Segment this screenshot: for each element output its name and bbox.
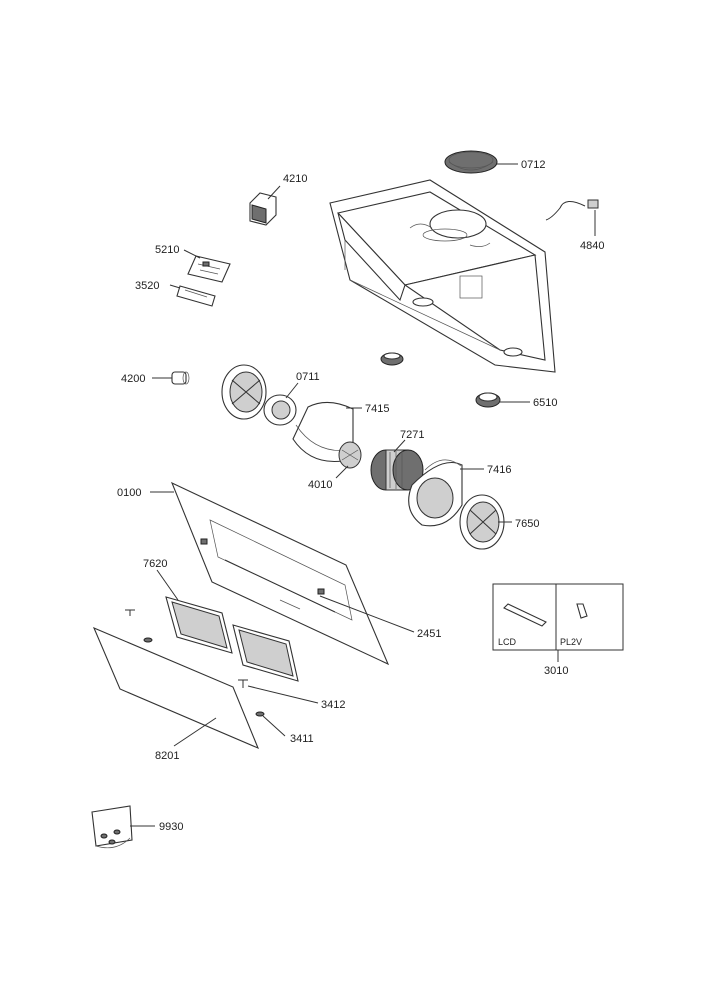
- label-4210: 4210: [283, 173, 307, 185]
- screws-drawing: [125, 609, 265, 717]
- label-7415: 7415: [365, 403, 389, 415]
- blower-wheel-7271-drawing: [370, 449, 424, 491]
- kit-label-pl2v: PL2V: [560, 637, 582, 647]
- part-3520-drawing: [176, 285, 216, 307]
- part-4210-drawing: [249, 192, 277, 226]
- part-6510-drawing: [475, 392, 501, 408]
- label-3520: 3520: [135, 280, 159, 292]
- part-4200-drawing: [171, 371, 190, 385]
- label-4010: 4010: [308, 479, 332, 491]
- label-3412: 3412: [321, 699, 345, 711]
- label-7650: 7650: [515, 518, 539, 530]
- ring-0711-drawing: [263, 394, 297, 426]
- label-8201: 8201: [155, 750, 179, 762]
- carbon-filter-disc-drawing: [444, 150, 498, 174]
- motor-4010-drawing: [338, 441, 362, 469]
- leader-lines: [130, 163, 596, 827]
- label-5210: 5210: [155, 244, 179, 256]
- label-4840: 4840: [580, 240, 604, 252]
- left-fan-cover-drawing: [221, 364, 267, 420]
- front-panel-0100-drawing: [170, 481, 390, 666]
- label-0711: 0711: [296, 371, 320, 383]
- label-2451: 2451: [417, 628, 441, 640]
- label-0100: 0100: [117, 487, 141, 499]
- housing-7416-drawing: [408, 459, 463, 527]
- cable-4840-drawing: [545, 199, 599, 221]
- part-labels: 0712 4210 4840 5210 3520 4200 0711 7415 …: [117, 159, 604, 833]
- glass-panel-8201-drawing: [92, 626, 260, 750]
- kit-label-lcd: LCD: [498, 637, 517, 647]
- label-0712: 0712: [521, 159, 545, 171]
- label-7416: 7416: [487, 464, 511, 476]
- control-board-5210-drawing: [187, 255, 231, 283]
- bracket-9930-drawing: [91, 805, 133, 849]
- label-9930: 9930: [159, 821, 183, 833]
- grease-filters-7620-drawing: [165, 596, 299, 682]
- right-fan-cover-drawing: [459, 494, 505, 550]
- hood-body-drawing: [329, 179, 556, 373]
- label-6510: 6510: [533, 397, 557, 409]
- label-3411: 3411: [290, 733, 314, 745]
- label-7271: 7271: [400, 429, 424, 441]
- label-7620: 7620: [143, 558, 167, 570]
- label-3010: 3010: [544, 665, 568, 677]
- bushing-drawing: [380, 352, 404, 366]
- label-4200: 4200: [121, 373, 145, 385]
